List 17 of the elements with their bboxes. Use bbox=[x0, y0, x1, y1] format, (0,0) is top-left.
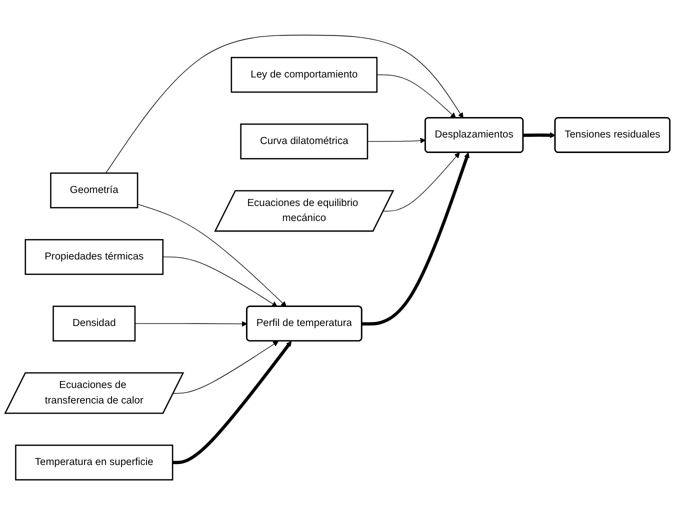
node-box: Ley de comportamiento bbox=[230, 56, 378, 93]
node-box: Densidad bbox=[52, 306, 136, 342]
arrow bbox=[362, 152, 470, 326]
arrow bbox=[383, 152, 460, 212]
arrow bbox=[173, 340, 279, 394]
arrow bbox=[162, 256, 278, 307]
arrow bbox=[172, 340, 292, 464]
arrow bbox=[523, 132, 556, 138]
arrow bbox=[376, 74, 456, 118]
node-box: Temperatura en superficie bbox=[15, 444, 174, 480]
node-box: Geometría bbox=[50, 172, 138, 208]
arrow bbox=[367, 138, 426, 144]
arrow bbox=[137, 204, 287, 307]
arrow bbox=[106, 34, 464, 174]
node-box: Curva dilatométrica bbox=[240, 124, 368, 160]
node-box: Propiedades térmicas bbox=[24, 239, 164, 275]
arrow bbox=[134, 321, 248, 327]
